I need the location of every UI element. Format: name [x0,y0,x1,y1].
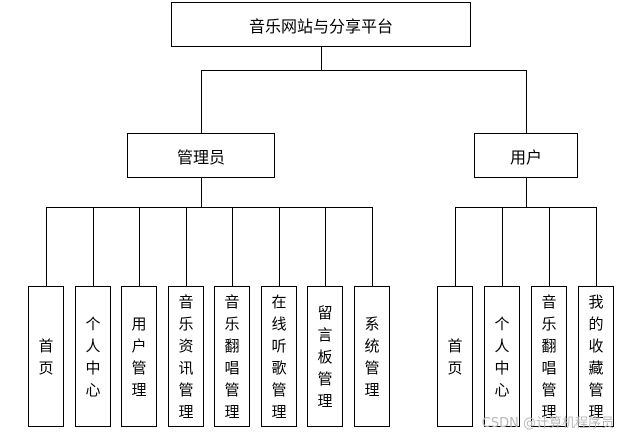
children-bus [46,207,373,208]
child-node: 用户管理 [121,286,157,427]
child-connector [502,207,503,286]
child-node-label: 首页 [38,336,54,377]
child-node-label: 系统管理 [364,314,380,399]
child-node-label: 音乐翻唱管理 [541,292,557,421]
group-connector [201,70,202,133]
children-bus [455,207,597,208]
child-node: 首页 [28,286,64,427]
child-connector [455,207,456,286]
group-down-connector [201,178,202,207]
child-node: 系统管理 [354,286,390,427]
child-node: 我的收藏管理 [578,286,614,427]
child-node: 音乐翻唱管理 [214,286,250,427]
child-node: 首页 [437,286,473,427]
child-node: 个人中心 [484,286,520,427]
child-connector [549,207,550,286]
child-node: 在线听歌管理 [261,286,297,427]
child-node-label: 首页 [447,336,463,377]
child-node-label: 在线听歌管理 [271,292,287,421]
child-connector [325,207,326,286]
child-node-label: 音乐翻唱管理 [224,292,240,421]
group-connector [526,70,527,133]
child-node: 音乐翻唱管理 [531,286,567,427]
child-node-label: 我的收藏管理 [588,292,604,421]
child-node-label: 个人中心 [494,314,510,399]
group-down-connector [526,178,527,207]
child-connector [596,207,597,286]
root-node-label: 音乐网站与分享平台 [248,16,393,36]
root-bus [201,70,527,71]
child-connector [139,207,140,286]
child-connector [186,207,187,286]
child-connector [279,207,280,286]
child-node: 留言板管理 [307,286,343,427]
root-connector [321,47,322,70]
group-node: 用户 [474,133,578,178]
group-node-label: 用户 [509,147,542,167]
child-node-label: 音乐资讯管理 [178,292,194,421]
group-node: 管理员 [127,133,275,178]
root-node: 音乐网站与分享平台 [171,2,471,47]
child-node-label: 个人中心 [85,314,101,399]
child-node: 个人中心 [75,286,111,427]
child-connector [46,207,47,286]
child-node: 音乐资讯管理 [168,286,204,427]
watermark: CSDN @计算机程序员 [481,416,614,431]
child-node-label: 用户管理 [131,314,147,399]
child-node-label: 留言板管理 [317,303,333,410]
child-connector [372,207,373,286]
child-connector [232,207,233,286]
child-connector [93,207,94,286]
group-node-label: 管理员 [176,147,225,167]
